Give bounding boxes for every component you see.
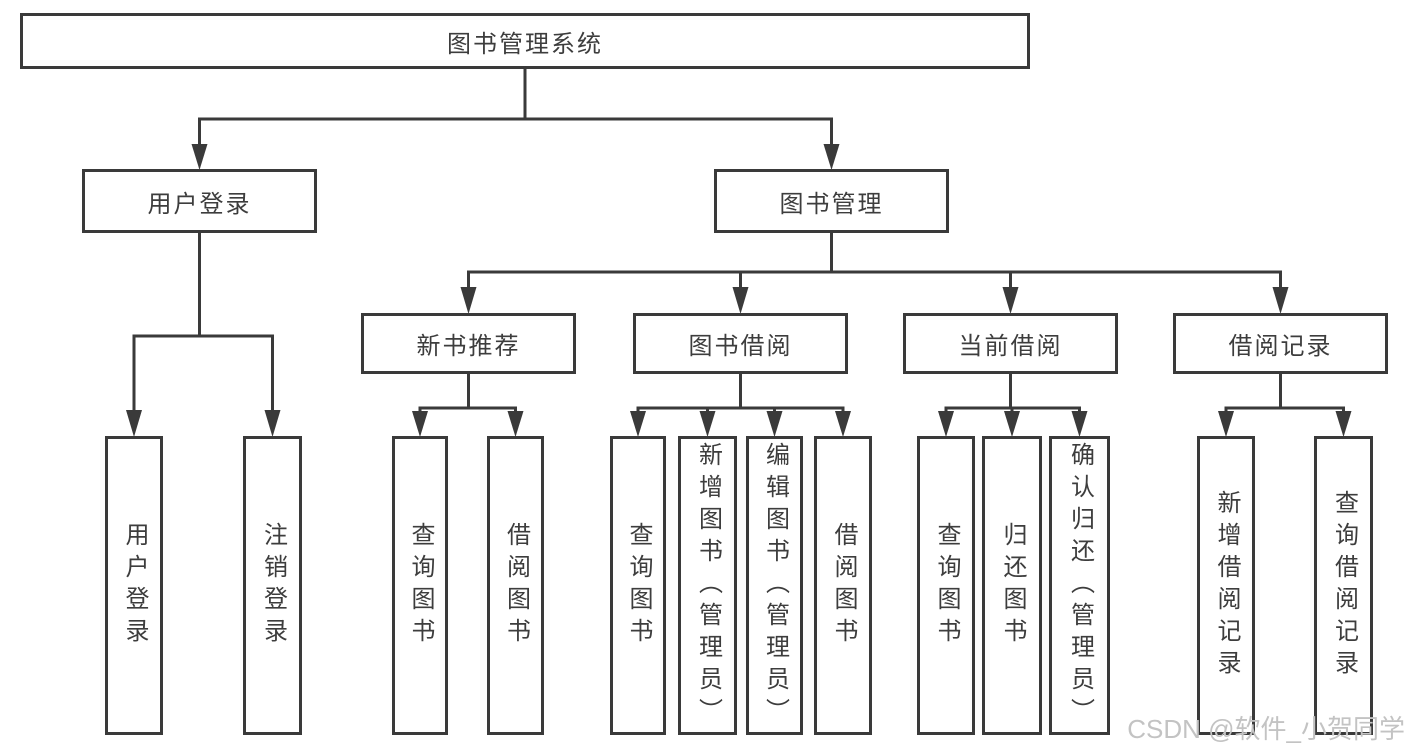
node-label: 图书管理系统 (447, 30, 603, 58)
node-book-borrow: 图书借阅 (633, 313, 848, 374)
connector-user-login-to-leaves (126, 232, 281, 437)
node-label: 注销登录 (259, 521, 287, 650)
leaf-add-books-admin: 新增图书（管理员） (678, 436, 737, 735)
node-label: 当前借阅 (958, 333, 1063, 360)
leaf-logout: 注销登录 (243, 436, 302, 735)
connector-current-borrow-to-leaves (938, 373, 1088, 437)
node-label: 借阅图书 (502, 521, 530, 650)
leaf-query-borrow-record: 查询借阅记录 (1314, 436, 1373, 735)
leaf-confirm-return-admin: 确认归还（管理员） (1049, 436, 1110, 735)
node-label: 归还图书 (999, 521, 1026, 650)
node-label: 编辑图书（管理员） (761, 441, 789, 730)
node-library-management-system: 图书管理系统 (20, 13, 1030, 69)
node-label: 图书管理 (779, 190, 884, 218)
node-current-borrow: 当前借阅 (903, 313, 1118, 374)
leaf-edit-books-admin: 编辑图书（管理员） (746, 436, 803, 735)
node-label: 用户登录 (121, 521, 148, 650)
node-label: 查询图书 (407, 521, 434, 650)
leaf-user-login: 用户登录 (105, 436, 163, 735)
csdn-watermark: CSDN @软件_小贺同学 (1127, 714, 1405, 744)
node-label: 借阅图书 (830, 521, 857, 650)
node-label: 新书推荐 (416, 333, 521, 360)
leaf-query-books-borrow: 查询图书 (610, 436, 666, 735)
connector-new-book-recommend-to-leaves (412, 373, 524, 437)
leaf-query-books-current: 查询图书 (917, 436, 975, 735)
node-new-book-recommend: 新书推荐 (361, 313, 576, 374)
leaf-query-books-recommend: 查询图书 (392, 436, 448, 735)
connector-book-borrow-to-leaves (630, 373, 851, 437)
node-label: 借阅记录 (1228, 333, 1333, 360)
leaf-borrow-books-recommend: 借阅图书 (487, 436, 544, 735)
leaf-borrow-books: 借阅图书 (814, 436, 872, 735)
node-label: 新增图书（管理员） (694, 441, 722, 730)
connector-borrow-records-to-leaves (1218, 373, 1352, 437)
node-user-login: 用户登录 (82, 169, 317, 233)
connector-root-to-level2 (191, 68, 840, 170)
connector-book-management-to-level3 (460, 232, 1289, 314)
node-borrow-records: 借阅记录 (1173, 313, 1388, 374)
node-label: 用户登录 (147, 190, 252, 218)
leaf-add-borrow-record: 新增借阅记录 (1197, 436, 1255, 735)
node-label: 查询图书 (933, 521, 960, 650)
node-label: 查询借阅记录 (1330, 489, 1358, 682)
node-label: 图书借阅 (688, 333, 793, 360)
node-label: 查询图书 (625, 521, 652, 650)
leaf-return-books: 归还图书 (982, 436, 1042, 735)
node-label: 新增借阅记录 (1213, 489, 1240, 682)
node-book-management: 图书管理 (714, 169, 949, 233)
node-label: 确认归还（管理员） (1066, 441, 1094, 730)
